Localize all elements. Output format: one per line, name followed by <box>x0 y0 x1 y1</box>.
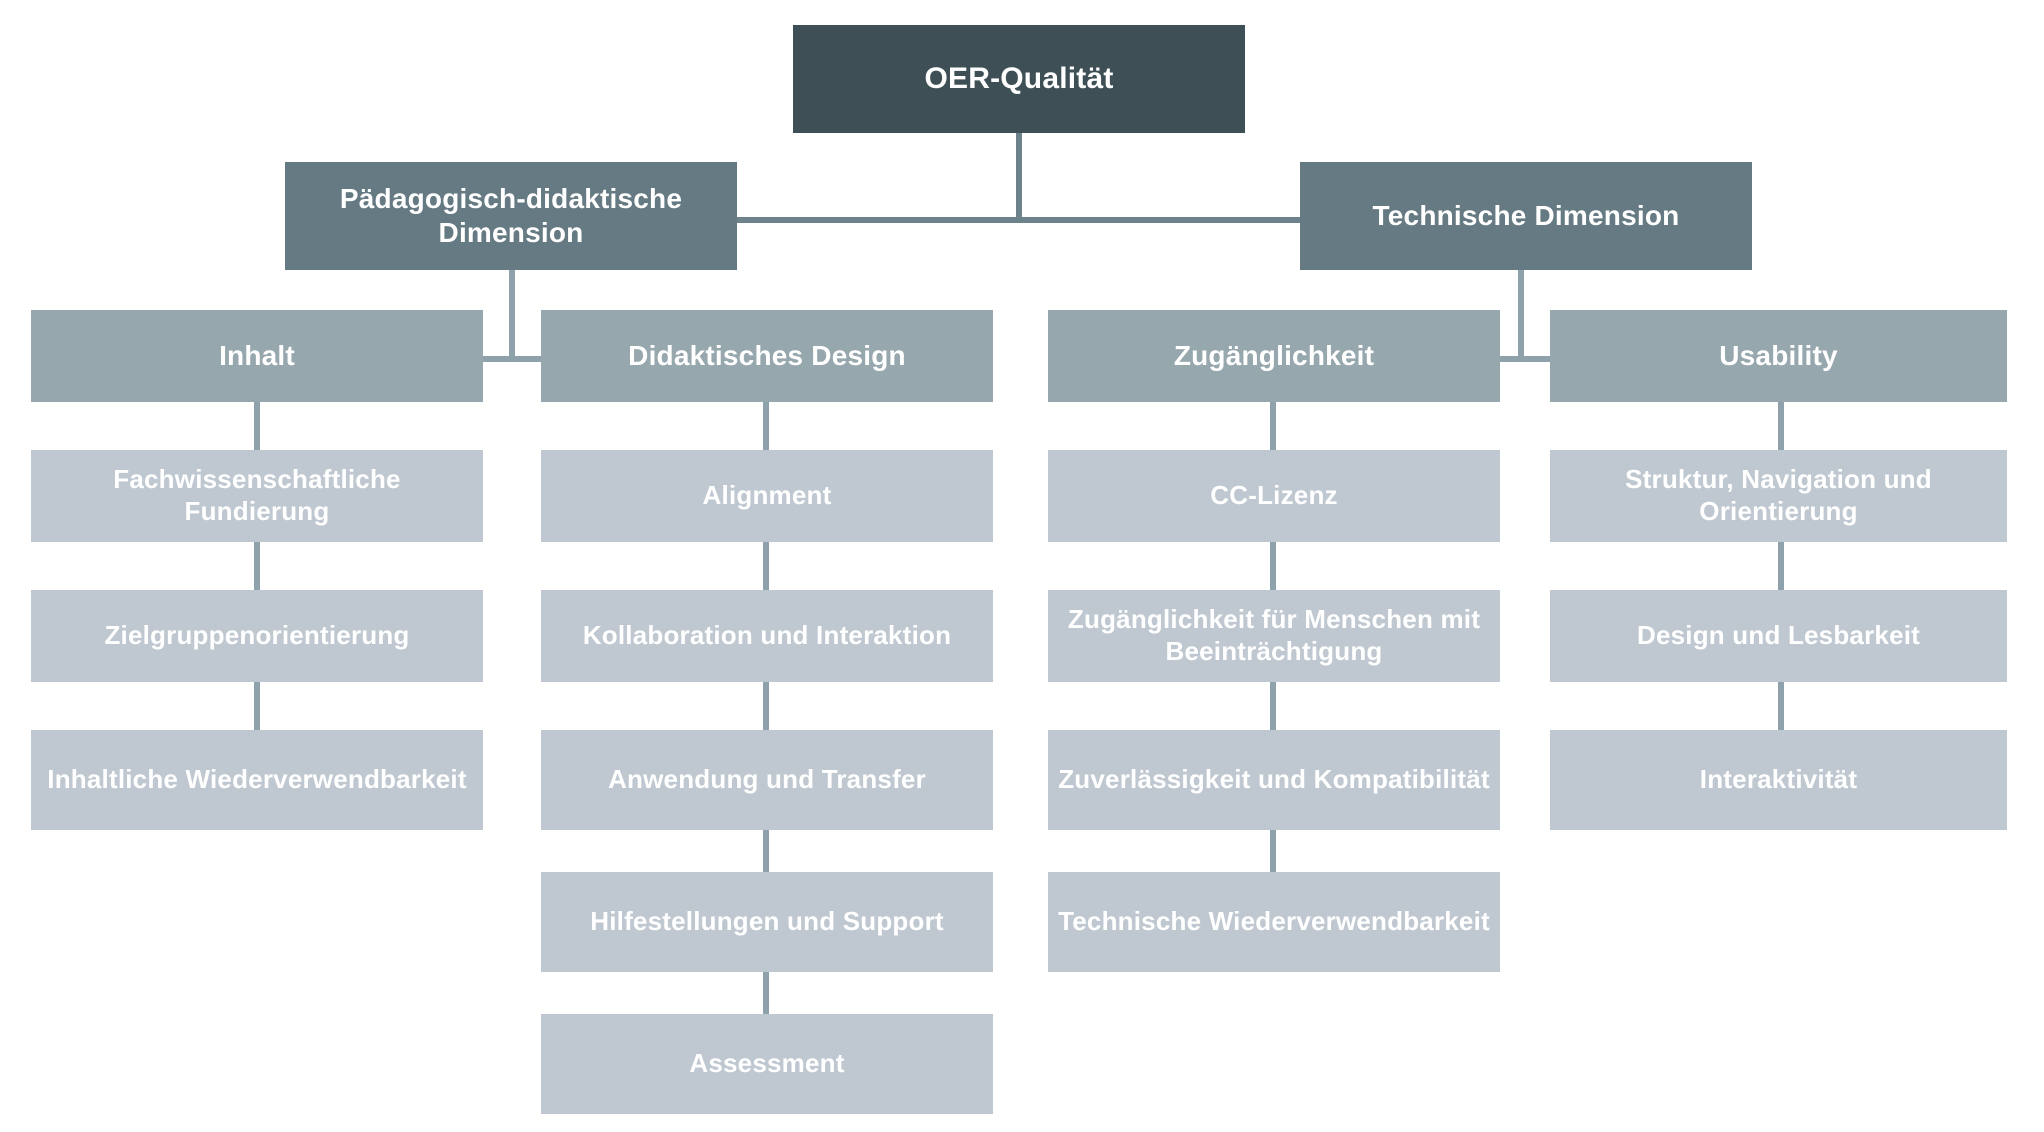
node-category-inhalt-label: Inhalt <box>219 339 295 371</box>
connector-dim-paedagogisch-bus <box>483 356 541 362</box>
node-criterion-cc-lizenz[interactable]: CC-Lizenz <box>1048 450 1500 542</box>
node-dimension-technische-label: Technische Dimension <box>1372 199 1680 231</box>
node-criterion-fachwissenschaftliche-fundierung[interactable]: Fachwissenschaftliche Fundierung <box>31 450 483 542</box>
node-criterion-label: Hilfestellungen und Support <box>590 906 944 937</box>
node-criterion-struktur-navigation-und-orientierung[interactable]: Struktur, Navigation und Orientierung <box>1550 450 2007 542</box>
node-criterion-technische-wiederverwendbarkeit[interactable]: Technische Wiederverwendbarkeit <box>1048 872 1500 972</box>
node-criterion-hilfestellungen-und-support[interactable]: Hilfestellungen und Support <box>541 872 993 972</box>
node-criterion-label: Fachwissenschaftliche Fundierung <box>113 464 401 526</box>
node-category-usability-label: Usability <box>1719 339 1838 371</box>
node-dimension-paedagogisch-label: Pädagogisch-didaktische Dimension <box>339 182 683 248</box>
node-dimension-technische[interactable]: Technische Dimension <box>1300 162 1752 270</box>
node-criterion-kollaboration-und-interaktion[interactable]: Kollaboration und Interaktion <box>541 590 993 682</box>
node-criterion-label: Technische Wiederverwendbarkeit <box>1058 906 1490 937</box>
node-criterion-label: Alignment <box>702 480 832 511</box>
node-criterion-label: Design und Lesbarkeit <box>1636 620 1921 651</box>
node-criterion-label: Zielgruppenorientierung <box>104 620 410 651</box>
node-criterion-label: Zugänglichkeit für Menschen mit Beeinträ… <box>1067 604 1481 666</box>
node-criterion-inhaltliche-wiederverwendbarkeit[interactable]: Inhaltliche Wiederverwendbarkeit <box>31 730 483 830</box>
node-criterion-zugaenglichkeit-fuer-menschen-mit-beeintraechtigung[interactable]: Zugänglichkeit für Menschen mit Beeinträ… <box>1048 590 1500 682</box>
node-criterion-design-und-lesbarkeit[interactable]: Design und Lesbarkeit <box>1550 590 2007 682</box>
node-criterion-label: Interaktivität <box>1699 764 1858 795</box>
node-criterion-zuverlaessigkeit-und-kompatibilitaet[interactable]: Zuverlässigkeit und Kompatibilität <box>1048 730 1500 830</box>
node-criterion-label: Assessment <box>689 1048 845 1079</box>
node-category-didaktisches-design-label: Didaktisches Design <box>628 339 906 371</box>
node-criterion-label: CC-Lizenz <box>1210 480 1338 511</box>
node-dimension-paedagogisch-didaktische[interactable]: Pädagogisch-didaktische Dimension <box>285 162 737 270</box>
connector-dim-technische-bus <box>1492 356 1550 362</box>
node-criterion-label: Struktur, Navigation und Orientierung <box>1625 464 1932 526</box>
node-criterion-zielgruppenorientierung[interactable]: Zielgruppenorientierung <box>31 590 483 682</box>
node-criterion-label: Anwendung und Transfer <box>608 764 926 795</box>
connector-root-trunk <box>1016 133 1022 222</box>
node-root-oer-qualitaet[interactable]: OER-Qualität <box>793 25 1245 133</box>
connector-dim-technische-trunk <box>1518 270 1524 362</box>
node-criterion-label: Zuverlässigkeit und Kompatibilität <box>1058 764 1490 795</box>
connector-dim-paedagogisch-trunk <box>509 270 515 362</box>
node-category-zugaenglichkeit[interactable]: Zugänglichkeit <box>1048 310 1500 402</box>
node-criterion-label: Kollaboration und Interaktion <box>582 620 952 651</box>
node-category-zugaenglichkeit-label: Zugänglichkeit <box>1173 339 1375 371</box>
node-criterion-interaktivitaet[interactable]: Interaktivität <box>1550 730 2007 830</box>
node-criterion-alignment[interactable]: Alignment <box>541 450 993 542</box>
node-criterion-assessment[interactable]: Assessment <box>541 1014 993 1114</box>
connector-root-bus <box>737 217 1303 223</box>
node-category-inhalt[interactable]: Inhalt <box>31 310 483 402</box>
node-criterion-label: Inhaltliche Wiederverwendbarkeit <box>47 764 467 795</box>
node-root-label: OER-Qualität <box>924 61 1114 95</box>
node-criterion-anwendung-und-transfer[interactable]: Anwendung und Transfer <box>541 730 993 830</box>
node-category-usability[interactable]: Usability <box>1550 310 2007 402</box>
node-category-didaktisches-design[interactable]: Didaktisches Design <box>541 310 993 402</box>
connector-category-zugaenglichkeit-spine <box>1270 402 1276 970</box>
